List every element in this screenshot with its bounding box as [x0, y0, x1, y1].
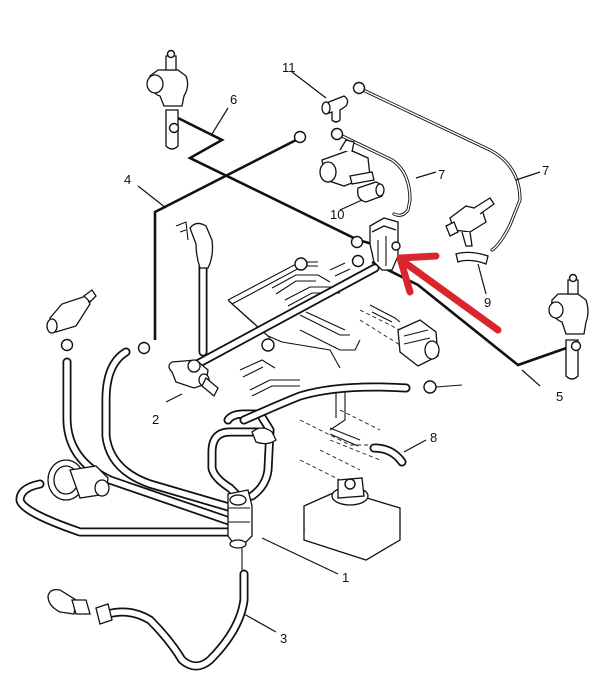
hose-3 — [47, 548, 249, 671]
callout-10: 10 — [330, 207, 344, 222]
intake-manifold-assembly — [227, 257, 463, 461]
fluid-reservoir — [299, 449, 401, 561]
highlight-arrow — [396, 252, 502, 334]
hose-2-rigid-pipe — [185, 263, 380, 373]
vacuum-pump — [47, 459, 110, 501]
callout-11: 11 — [282, 60, 296, 75]
callout-8: 8 — [430, 430, 437, 445]
callout-leaders — [137, 71, 541, 633]
callout-7-outer: 7 — [542, 163, 549, 178]
callout-2: 2 — [152, 412, 159, 427]
callout-1: 1 — [342, 570, 349, 585]
hose-7-pair — [330, 81, 522, 252]
hose-bundle-left — [15, 235, 411, 537]
check-valve-9 — [445, 197, 495, 265]
idle-air-valve — [397, 319, 440, 367]
callout-4: 4 — [124, 172, 131, 187]
hose-8 — [369, 443, 407, 467]
callout-3: 3 — [280, 631, 287, 646]
hose-6-and-5 — [175, 115, 576, 367]
tee-fitting-11 — [321, 95, 349, 123]
purge-valve — [319, 139, 375, 187]
callout-9: 9 — [484, 295, 491, 310]
tee-fitting-2 — [168, 221, 219, 398]
hose-4 — [137, 130, 307, 355]
callouts: 1 2 3 4 5 6 7 7 8 9 10 11 — [124, 60, 563, 646]
callout-5: 5 — [556, 389, 563, 404]
junction-block-1 — [227, 427, 277, 549]
injector-right — [548, 273, 589, 380]
hose-10 — [357, 181, 385, 203]
callout-7-inner: 7 — [438, 167, 445, 182]
pressure-regulator-left — [46, 289, 97, 352]
callout-6: 6 — [230, 92, 237, 107]
vacuum-solenoid — [369, 217, 401, 271]
injector-top-left — [146, 49, 189, 150]
